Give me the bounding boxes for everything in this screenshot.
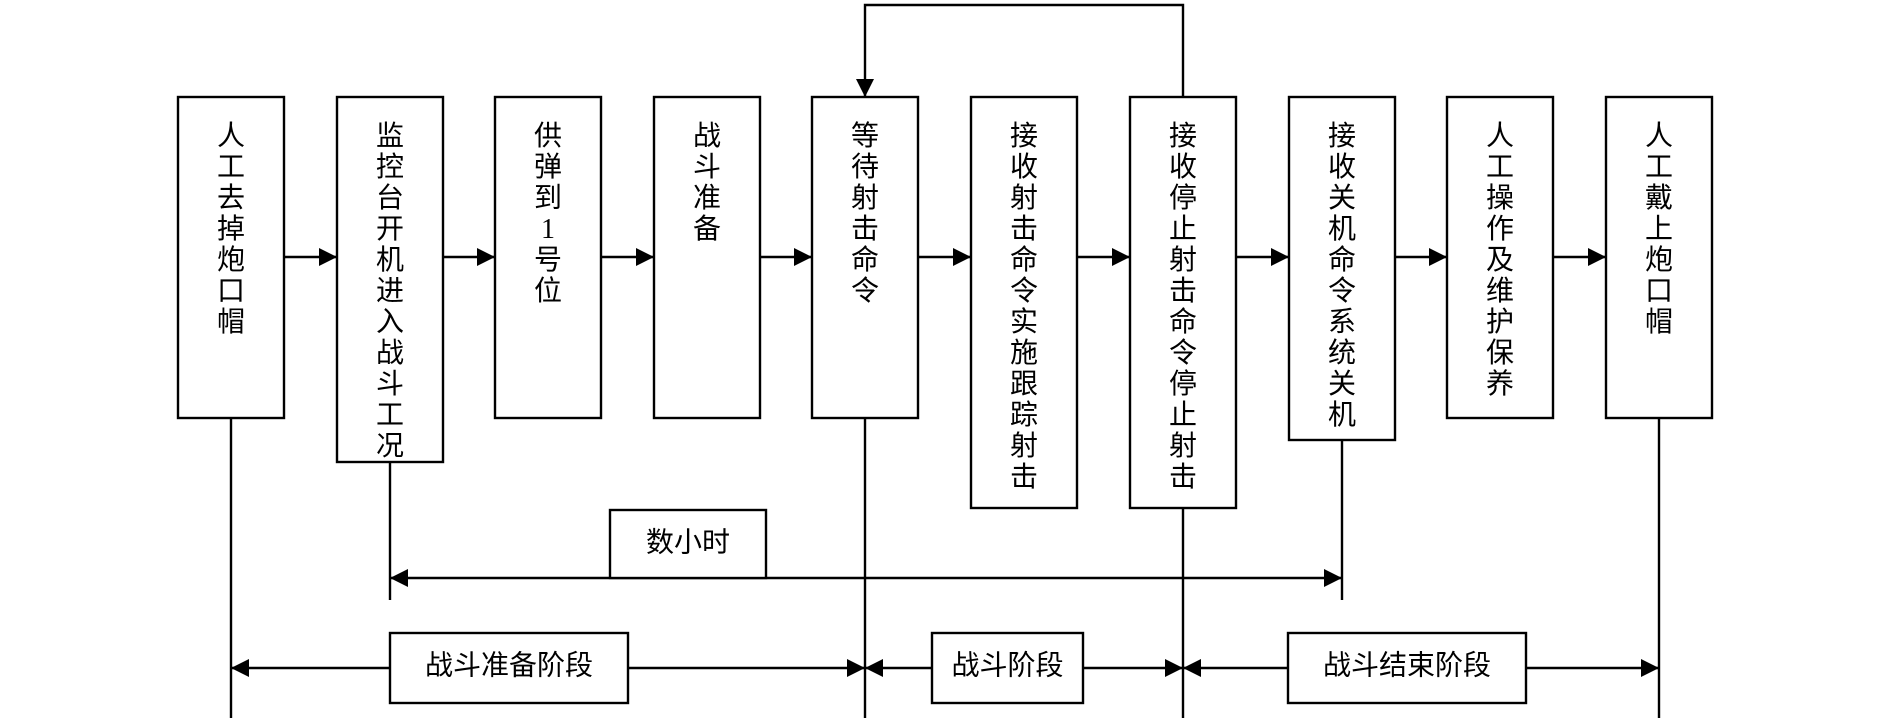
step-label: 人工操作及维护保养 [1486, 121, 1514, 400]
connectors: 数小时 [229, 3, 1661, 718]
step-box-frame [493, 95, 603, 420]
step-label: 接收关机命令系统关机 [1328, 120, 1356, 431]
step-label: 接收射击命令实施跟踪射击 [1010, 120, 1038, 493]
step-box-1: 人工去掉炮口帽 [176, 95, 286, 420]
step-label: 战斗准备 [693, 120, 721, 245]
phase-label-box [1286, 631, 1528, 705]
loop-arrow [856, 3, 1185, 97]
duration-box: 数小时 [608, 508, 768, 580]
step-box-frame [1445, 95, 1555, 420]
step-box-frame [1604, 95, 1714, 420]
phase-label: 战斗准备阶段 [425, 649, 593, 681]
step-box-frame [969, 95, 1079, 510]
phase-markers: 战斗准备阶段 战斗阶段 战斗结束阶段 [231, 631, 1659, 705]
step-box-10: 人工戴上炮口帽 [1604, 95, 1714, 420]
step-box-9: 人工操作及维护保养 [1445, 95, 1555, 420]
step-box-4: 战斗准备 [652, 95, 762, 420]
phase-label-box [388, 631, 630, 705]
phase-label: 战斗结束阶段 [1323, 649, 1491, 681]
step-label: 接收停止射击命令停止射击 [1169, 120, 1197, 493]
phase-3: 战斗结束阶段 [1183, 631, 1659, 705]
phase-label-box [930, 631, 1085, 705]
step-label: 人工去掉炮口帽 [217, 121, 245, 338]
step-box-frame [335, 95, 445, 464]
phase-2: 战斗阶段 [865, 631, 1183, 705]
phase-1: 战斗准备阶段 [231, 631, 865, 705]
step-box-8: 接收关机命令系统关机 [1287, 95, 1397, 442]
step-label: 监控台开机进入战斗工况 [376, 120, 404, 462]
step-box-frame [1128, 95, 1238, 510]
duration-frame [608, 508, 768, 580]
step-box-2: 监控台开机进入战斗工况 [335, 95, 445, 464]
phase-label: 战斗阶段 [951, 649, 1063, 681]
step-box-frame [1287, 95, 1397, 442]
step-box-frame [810, 95, 920, 420]
step-box-frame [176, 95, 286, 420]
step-box-7: 接收停止射击命令停止射击 [1128, 95, 1238, 510]
step-box-6: 接收射击命令实施跟踪射击 [969, 95, 1079, 510]
step-box-5: 等待射击命令 [810, 95, 920, 420]
step-label: 等待射击命令 [851, 120, 879, 307]
step-label: 人工戴上炮口帽 [1645, 121, 1673, 338]
duration-label: 数小时 [646, 526, 730, 558]
step-box-frame [652, 95, 762, 420]
